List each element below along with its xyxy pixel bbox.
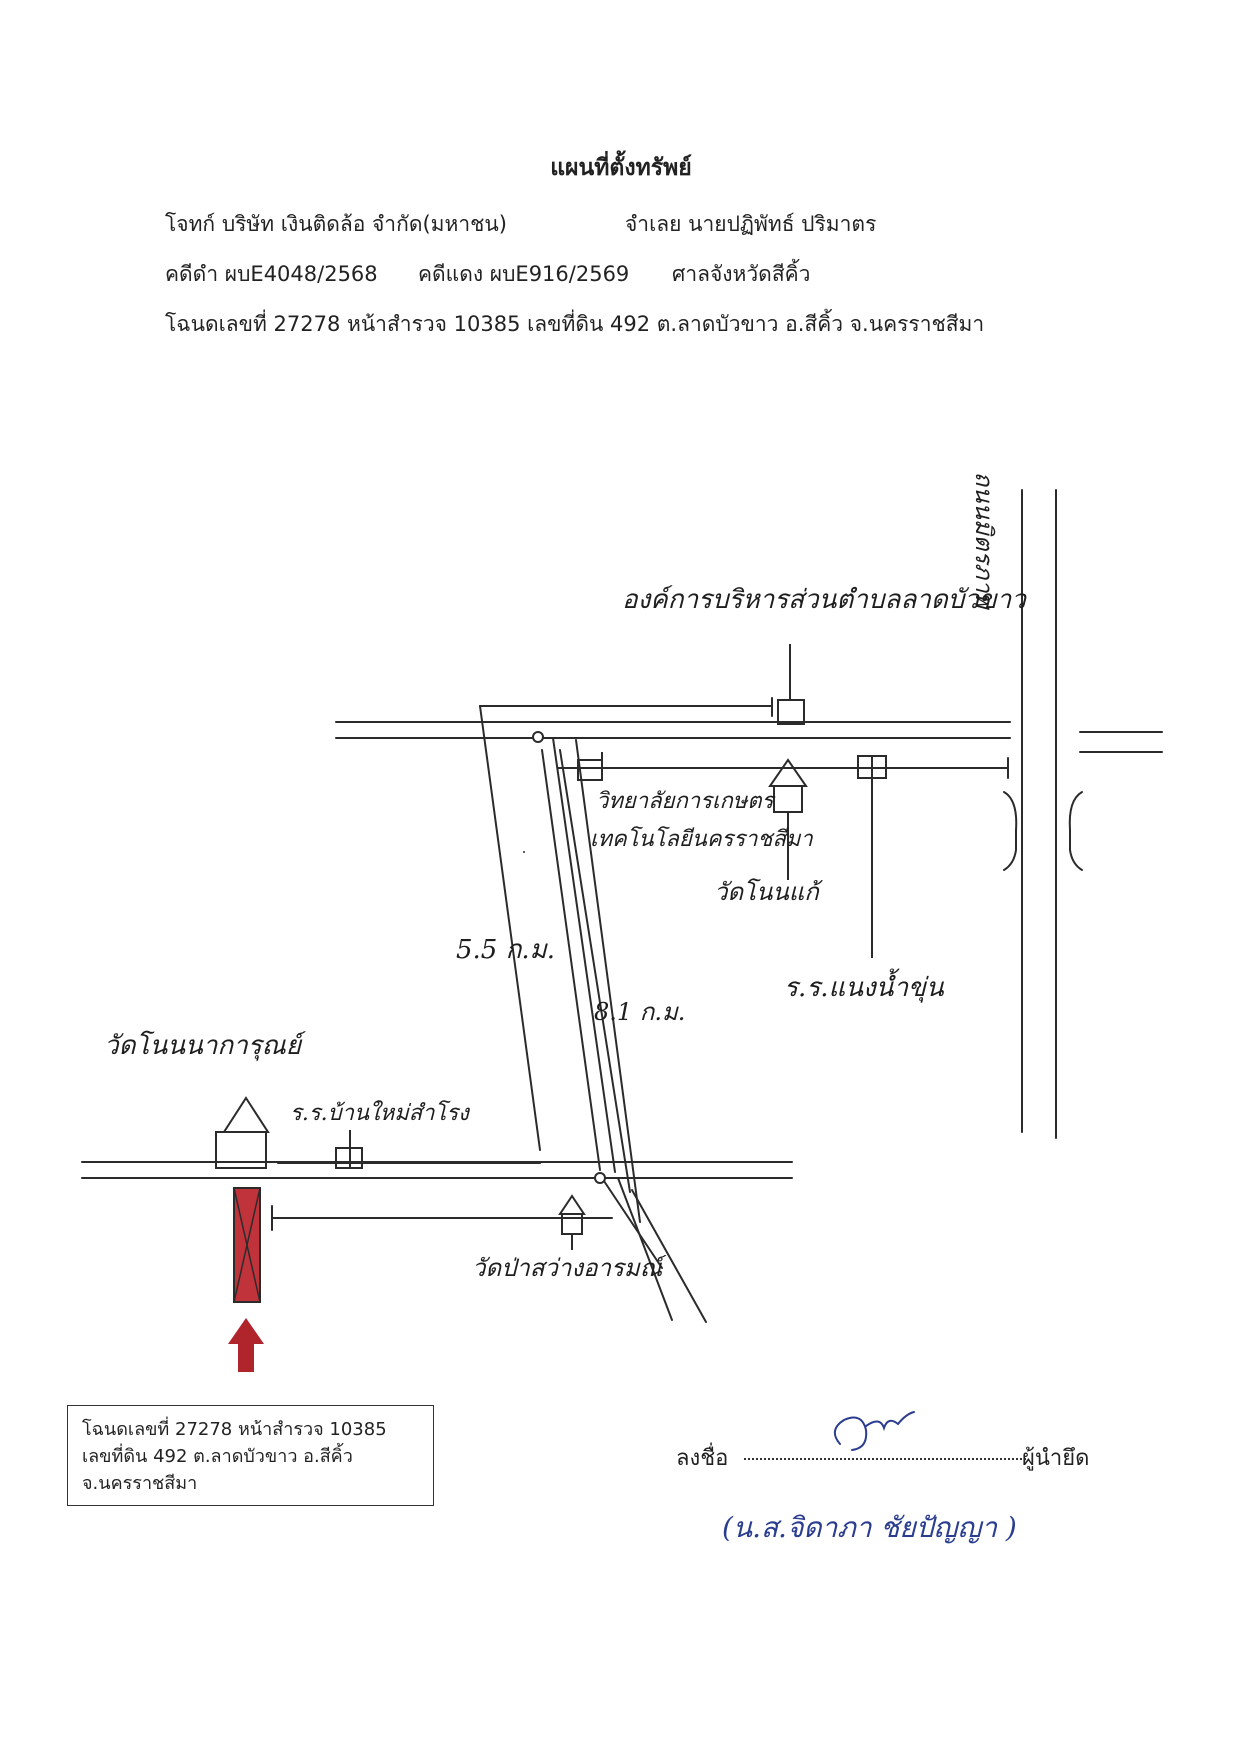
sign-label: ลงชื่อ [676,1446,729,1471]
temple-nonkae-label: วัดโนนแก้ [714,878,824,906]
school-banmai-label: ร.ร.บ้านใหม่สำโรง [290,1100,471,1126]
plaintiff-text: โจทก์ บริษัท เงินติดล้อ จำกัด(มหาชน) [165,212,507,236]
deed-box-line-3: จ.นครราชสีมา [82,1473,198,1494]
highway-bracket-left [1003,791,1018,871]
temple-pa-icon [558,1194,586,1250]
highway-label: ถนนมิตรภาพ [970,472,998,611]
distance-right-label: 8.1 ก.ม. [594,998,685,1026]
distance-left-label: 5.5 ก.ม. [456,935,555,965]
case-black-text: คดีดำ ผบE4048/2568 [165,262,378,286]
highway-bracket-right [1068,791,1083,871]
college-icon [577,752,603,781]
court-text: ศาลจังหวัดสีคิ้ว [672,262,811,286]
right-diagonal-road [559,749,631,1193]
temple-pa-label: วัดป่าสว่างอารมณ์ [472,1254,667,1282]
college-label-2: เทคโนโลยีนครราชสีมา [590,826,813,852]
signer-name: (น.ส.จิดาภา ชัยปัญญา ) [722,1511,1017,1544]
college-label-1: วิทยาลัยการเกษตร [596,789,777,814]
deed-box-line-1: โฉนดเลขที่ 27278 หน้าสำรวจ 10385 [82,1419,387,1440]
deed-line-text: โฉนดเลขที่ 27278 หน้าสำรวจ 10385 เลขที่ด… [165,312,985,336]
up-arrow-icon [228,1318,264,1372]
signature-mark [833,1411,915,1451]
temple-nonkae-icon [768,758,808,880]
org-office-icon [777,644,805,725]
school-naeng-label: ร.ร.แนงน้ำขุ่น [784,968,945,1003]
deed-info-box: โฉนดเลขที่ 27278 หน้าสำรวจ 10385 เลขที่ด… [67,1405,434,1506]
defendant-text: จำเลย นายปฏิพัทธ์ ปริมาตร [625,212,877,236]
left-diagonal-road-1 [479,705,541,1151]
left-diagonal-road-2 [541,749,601,1171]
signature-line [744,1458,1026,1460]
temple-nonna-label: วัดโนนนาการุณย์ [104,1030,306,1061]
role-label: ผู้นำยึด [1022,1446,1090,1471]
school-naeng-icon [857,755,887,958]
org-label: องค์การบริหารส่วนตำบลลาดบัวขาว [622,585,1027,615]
temple-nonna-icon [215,1096,270,1169]
school-banmai-icon [335,1130,363,1169]
page-title: แผนที่ตั้งทรัพย์ [550,155,692,181]
deed-box-line-2: เลขที่ดิน 492 ต.ลาดบัวขาว อ.สีคิ้ว [82,1446,353,1467]
case-red-text: คดีแดง ผบE916/2569 [418,262,630,286]
